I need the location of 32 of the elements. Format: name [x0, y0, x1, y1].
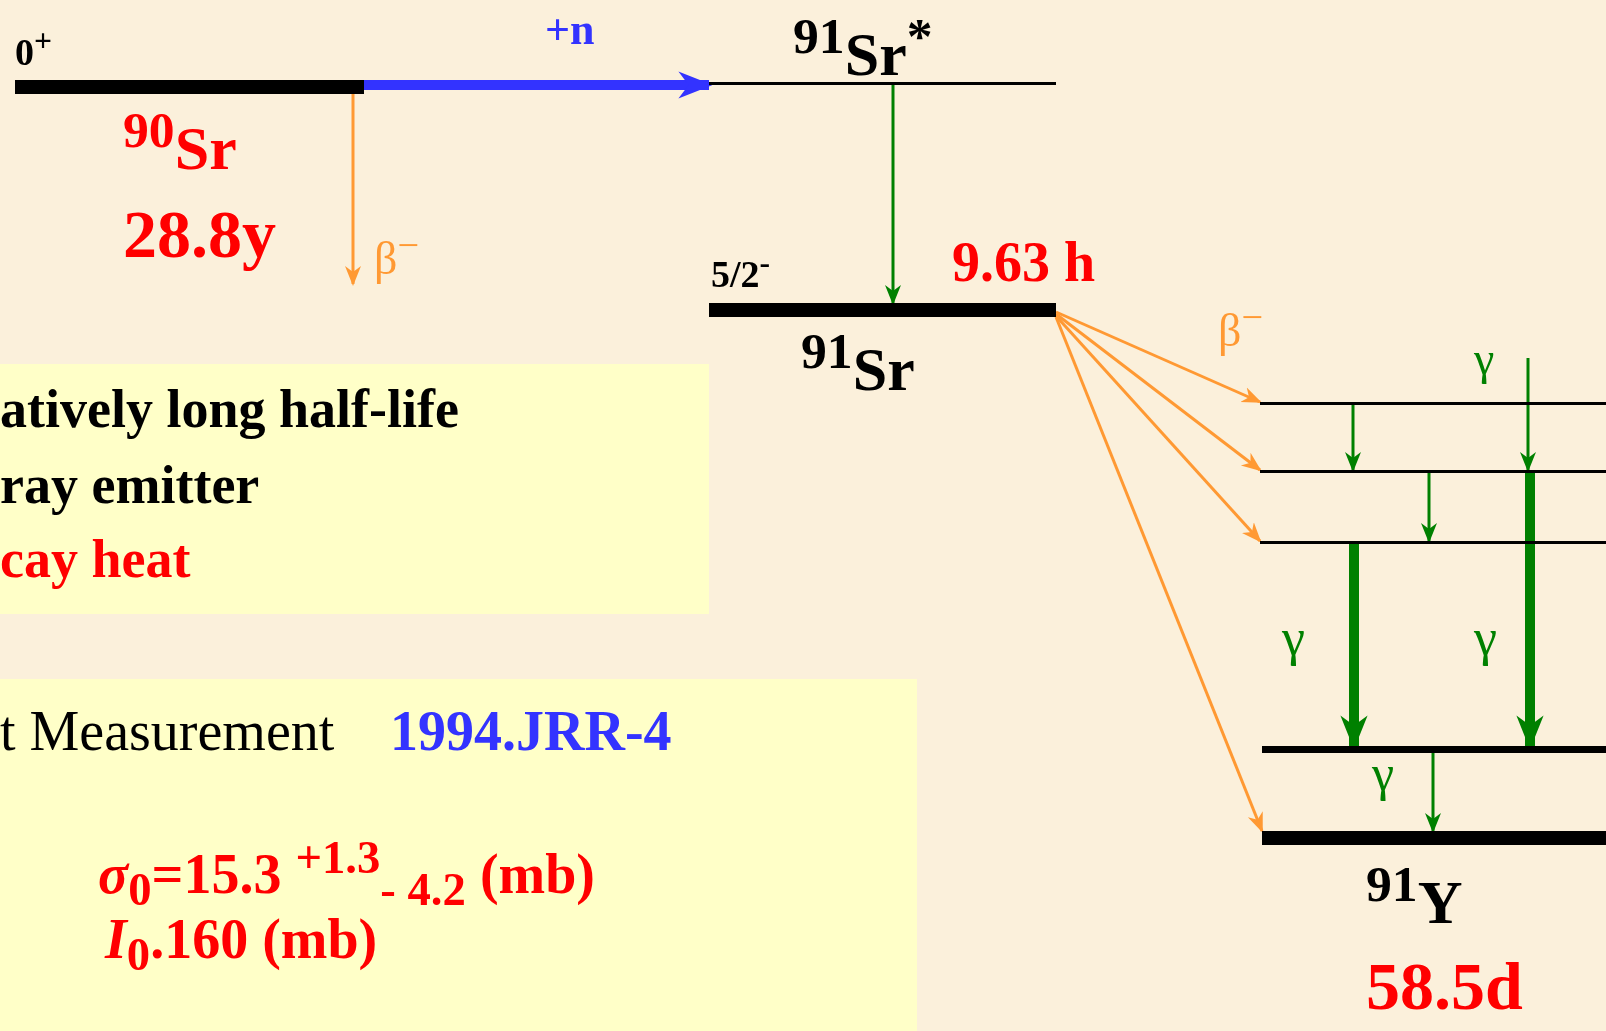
edge-label: +n: [545, 8, 595, 52]
energy-level-line: [1260, 402, 1606, 405]
edge-label: γ: [1282, 612, 1305, 664]
edge-label: β$^{−}$: [374, 226, 420, 283]
note-text: t Measurement: [0, 703, 335, 759]
formula-text: σ$_{0}$=15.3 $^{+1.3}$$_{- 4.2}$ (mb): [98, 834, 595, 913]
energy-level-line: [1260, 470, 1606, 473]
note-text: 1994.JRR-4: [390, 703, 672, 759]
spin-label: 5/2$^{-}$: [711, 247, 771, 293]
arrow: [364, 71, 713, 99]
nuclide-label: $^{91}$Y: [1366, 858, 1463, 933]
arrow: [885, 85, 901, 305]
energy-level-line: [1260, 541, 1606, 544]
arrow: [1520, 358, 1536, 472]
arrow: [1055, 312, 1262, 472]
formula-text: I$_{0}$.160 (mb): [105, 911, 378, 978]
edge-label: γ: [1474, 612, 1497, 664]
arrow: [1054, 315, 1262, 543]
arrow: [345, 94, 361, 286]
spin-label: 0$^{+}$: [15, 25, 53, 71]
edge-label: β$^{−}$: [1218, 298, 1264, 355]
edge-label: γ: [1474, 336, 1495, 382]
arrow: [1054, 316, 1264, 833]
arrow: [1345, 405, 1361, 472]
arrow: [1055, 310, 1262, 404]
half-life-label: 58.5d: [1366, 952, 1523, 1020]
nuclide-label: $^{90}$Sr: [123, 104, 237, 179]
half-life-label: 9.63 h: [952, 234, 1096, 290]
arrow: [1421, 473, 1437, 543]
nuclide-label: $^{91}$Sr$^{*}$: [793, 10, 933, 85]
nuclide-label: $^{91}$Sr: [801, 325, 915, 400]
arrow: [1425, 753, 1441, 833]
